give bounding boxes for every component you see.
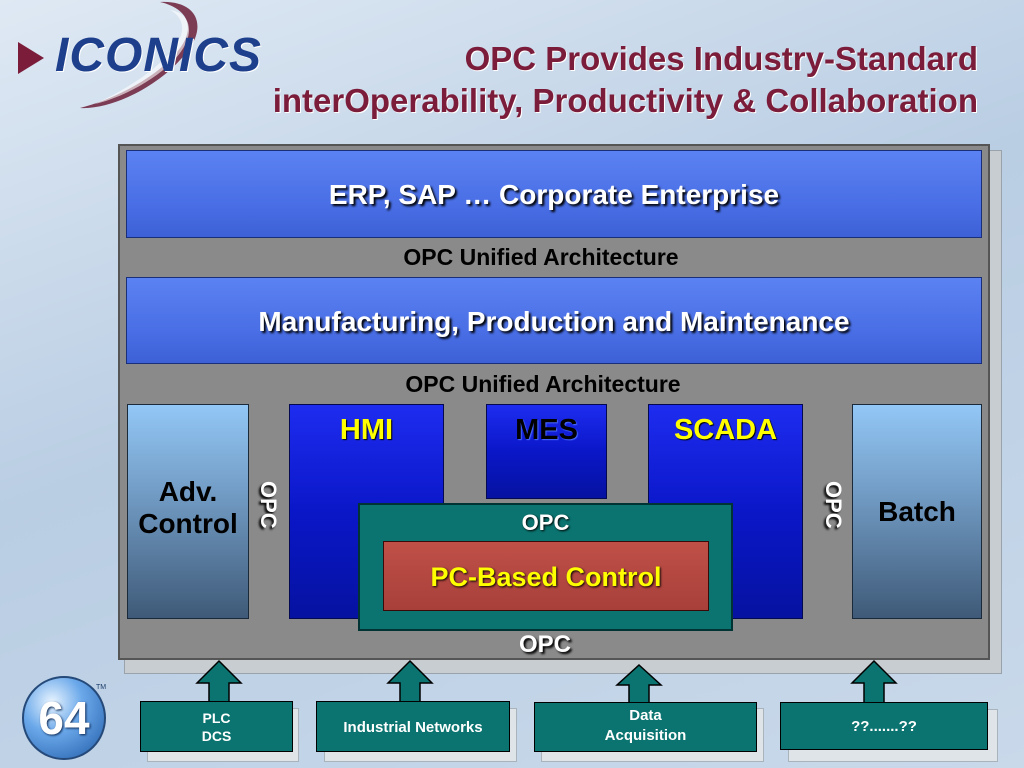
opc-bottom-label: OPC xyxy=(518,631,571,658)
other-source-box: ??.......?? xyxy=(780,702,988,750)
plc-dcs-box: PLC DCS xyxy=(140,701,293,752)
adv-control-box xyxy=(127,404,249,619)
up-arrow-icon xyxy=(386,659,434,705)
slide-title: OPC Provides Industry-Standard interOper… xyxy=(178,38,978,122)
up-arrow-icon xyxy=(850,659,898,705)
batch-box xyxy=(852,404,982,619)
plc-label: PLC xyxy=(202,710,231,726)
hmi-label: HMI xyxy=(339,414,394,446)
up-arrow-icon xyxy=(195,659,243,705)
dcs-label: DCS xyxy=(201,728,232,744)
logo-text: ICONICS xyxy=(55,29,263,82)
adv-control-line-2: Control xyxy=(138,508,238,539)
badge-64: 64 xyxy=(22,676,106,760)
erp-layer: ERP, SAP … Corporate Enterprise xyxy=(126,150,982,238)
badge-tm: TM xyxy=(96,684,107,691)
adv-control-line-1: Adv. xyxy=(158,476,218,507)
batch-label: Batch xyxy=(878,496,956,527)
acquisition-label: Acquisition xyxy=(604,727,687,744)
opc-ua-label-2: OPC Unified Architecture xyxy=(405,371,681,397)
opc-vertical-left: OPC xyxy=(256,481,281,529)
logo-swoosh xyxy=(80,1,198,109)
opc-center-label: OPC xyxy=(521,510,570,535)
industrial-networks-box: Industrial Networks xyxy=(316,701,510,752)
title-line-1: OPC Provides Industry-Standard xyxy=(464,40,978,77)
pc-based-control-box: PC-Based Control xyxy=(383,541,709,611)
up-arrow-icon xyxy=(615,663,663,705)
data-label: Data xyxy=(629,707,662,724)
title-line-2: interOperability, Productivity & Collabo… xyxy=(272,82,978,119)
play-arrow-icon xyxy=(18,42,44,74)
data-acquisition-box: Data Acquisition xyxy=(534,702,757,752)
manufacturing-layer: Manufacturing, Production and Maintenanc… xyxy=(126,277,982,364)
mes-label: MES xyxy=(515,414,578,446)
scada-label: SCADA xyxy=(673,414,778,446)
adv-control-label: Adv. Control xyxy=(127,476,249,540)
opc-ua-label-1: OPC Unified Architecture xyxy=(403,244,679,270)
opc-vertical-right: OPC xyxy=(821,481,846,529)
mes-box xyxy=(486,404,607,499)
